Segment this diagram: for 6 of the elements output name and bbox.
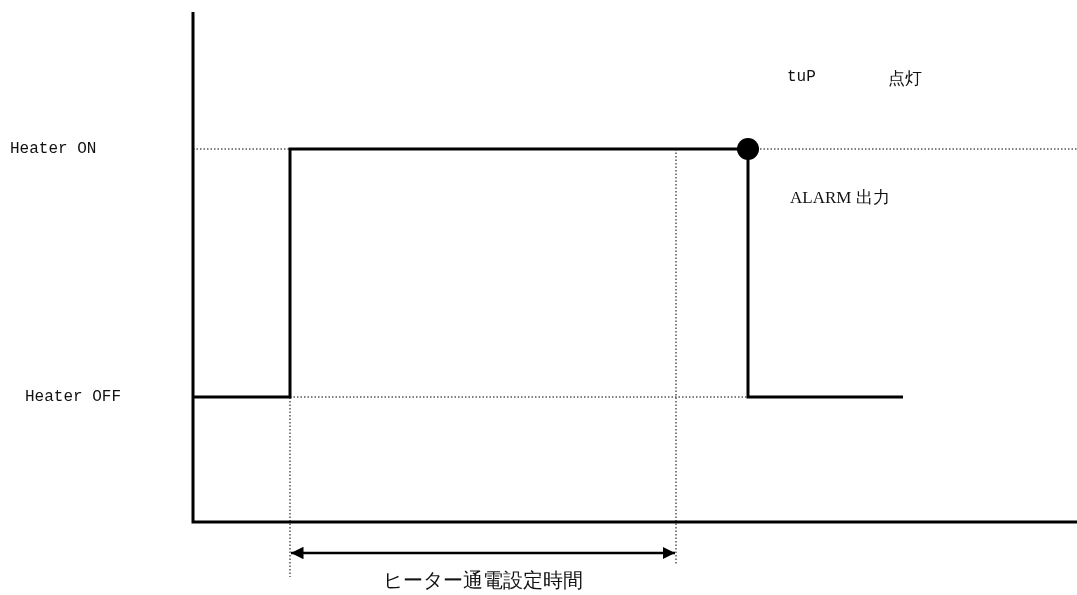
display-code: tuP: [787, 69, 816, 85]
level-label: Heater ON: [10, 141, 97, 157]
level-label: Heater OFF: [25, 389, 121, 405]
annotation-text: ALARM 出力: [790, 189, 890, 206]
status-label: 点灯: [888, 70, 922, 87]
dimension-label: ヒーター通電設定時間: [383, 570, 583, 590]
